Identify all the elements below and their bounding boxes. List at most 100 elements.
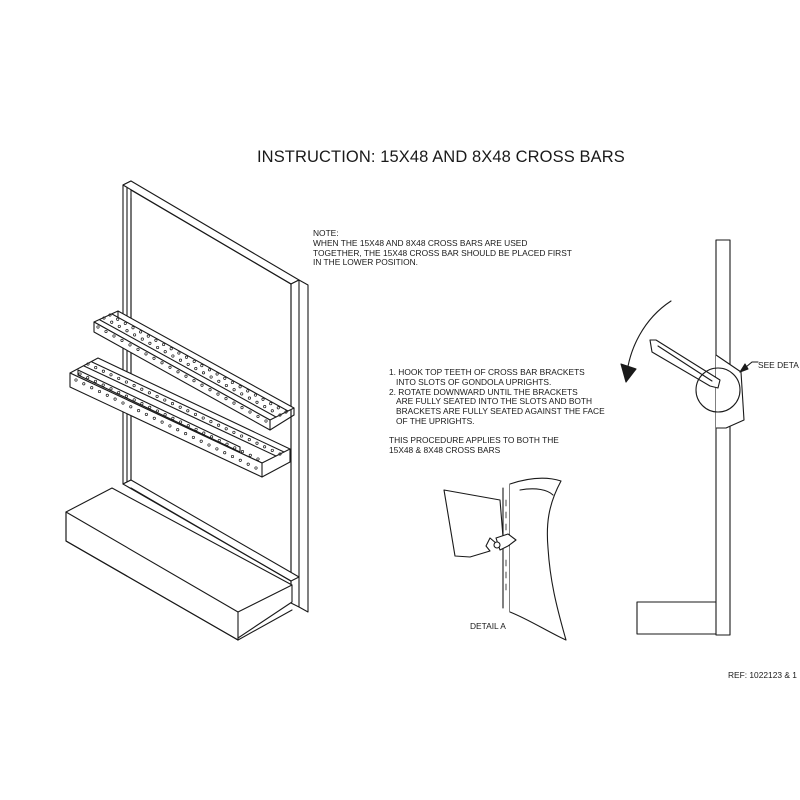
perforation-hole xyxy=(224,427,228,431)
perforation-hole xyxy=(202,431,206,435)
perforation-hole xyxy=(132,384,136,388)
perforation-hole xyxy=(193,412,198,416)
perforation-hole xyxy=(129,405,133,409)
perforation-hole xyxy=(240,406,244,410)
perforation-hole xyxy=(144,412,148,416)
perforation-hole xyxy=(147,391,151,395)
perforation-hole xyxy=(155,394,159,398)
perforation-hole xyxy=(263,405,267,409)
perforation-hole xyxy=(261,397,265,401)
side-upright-drawing xyxy=(620,239,759,636)
perforation-hole xyxy=(217,438,221,443)
perforation-hole xyxy=(86,362,90,366)
perforation-hole xyxy=(109,373,113,377)
perforation-hole xyxy=(184,374,188,378)
perforation-hole xyxy=(253,393,257,397)
perforation-hole xyxy=(232,430,236,434)
note-heading: NOTE: xyxy=(313,228,339,238)
perforation-hole xyxy=(123,321,127,325)
perforation-hole xyxy=(101,383,105,387)
perforation-hole xyxy=(254,466,258,470)
perforation-hole xyxy=(224,383,228,388)
perforation-hole xyxy=(112,334,116,338)
note-line: WHEN THE 15X48 AND 8X48 CROSS BARS ARE U… xyxy=(313,237,528,248)
base-deck xyxy=(65,487,293,641)
step-2-line: OF THE UPRIGHTS. xyxy=(396,415,475,426)
page-title: INSTRUCTION: 15X48 AND 8X48 CROSS BARS xyxy=(257,148,625,166)
perforation-hole xyxy=(264,419,268,423)
upper-cross-bar xyxy=(93,310,295,431)
perforation-hole xyxy=(136,347,140,351)
perforation-hole xyxy=(209,375,213,379)
lower-bar-holes xyxy=(74,362,282,470)
perforation-hole xyxy=(96,325,100,329)
perforation-hole xyxy=(163,350,167,354)
perforation-hole xyxy=(248,453,252,457)
perforation-hole xyxy=(160,361,164,365)
perforation-hole xyxy=(248,410,252,414)
perforation-hole xyxy=(263,445,267,449)
perforation-hole xyxy=(276,406,280,410)
perforation-hole xyxy=(133,333,137,337)
perforation-hole xyxy=(246,462,250,466)
perforation-hole xyxy=(113,397,117,401)
perforation-hole xyxy=(93,379,98,383)
perforation-hole xyxy=(217,379,221,383)
perforation-hole xyxy=(191,435,195,439)
step-1-line: 1. HOOK TOP TEETH OF CROSS BAR BRACKETS xyxy=(389,367,585,377)
perforation-hole xyxy=(120,338,124,342)
perforation-hole xyxy=(230,454,235,459)
perforation-hole xyxy=(140,387,144,391)
perforation-hole xyxy=(238,458,242,462)
perforation-hole xyxy=(74,378,78,382)
perforation-hole xyxy=(144,352,148,356)
perforation-hole xyxy=(128,343,132,347)
perforation-hole xyxy=(201,371,206,375)
perforation-hole xyxy=(192,379,196,383)
perforation-hole xyxy=(207,368,212,372)
perforation-hole xyxy=(117,324,121,328)
perforation-hole xyxy=(152,356,156,360)
perforation-hole xyxy=(270,448,274,452)
perforation-hole xyxy=(171,416,175,420)
perforation-hole xyxy=(105,393,109,397)
gondola-frame xyxy=(122,180,309,613)
perforation-hole xyxy=(121,401,125,405)
perforation-hole xyxy=(139,330,143,334)
perforation-hole xyxy=(152,416,156,420)
perforation-hole xyxy=(169,347,173,351)
perforation-hole xyxy=(210,435,214,439)
perforation-hole xyxy=(155,409,159,413)
detail-a-drawing xyxy=(443,477,567,641)
perforation-hole xyxy=(238,385,242,389)
perforation-hole xyxy=(256,414,260,419)
perforation-hole xyxy=(199,439,203,443)
perforation-hole xyxy=(194,427,198,431)
perforation-hole xyxy=(117,390,121,395)
perforation-hole xyxy=(124,394,128,398)
perforation-hole xyxy=(201,416,205,420)
perforation-hole xyxy=(256,457,260,461)
perforation-hole xyxy=(232,401,236,405)
perforation-hole xyxy=(278,413,282,417)
perforation-hole xyxy=(94,366,98,370)
perforation-hole xyxy=(168,424,172,428)
step-1-line: INTO SLOTS OF GONDOLA UPRIGHTS. xyxy=(396,376,552,387)
note-block: NOTE: WHEN THE 15X48 AND 8X48 CROSS BARS… xyxy=(313,228,572,268)
perforation-hole xyxy=(247,438,251,442)
steps-block: 1. HOOK TOP TEETH OF CROSS BAR BRACKETS … xyxy=(389,367,605,455)
perforation-hole xyxy=(109,387,113,391)
perforation-hole xyxy=(233,446,237,450)
perforation-hole xyxy=(240,392,244,396)
perforation-hole xyxy=(82,382,86,386)
perforation-hole xyxy=(240,434,244,438)
perforation-hole xyxy=(207,443,211,447)
perforation-hole xyxy=(171,354,175,358)
perforation-hole xyxy=(132,398,136,402)
perforation-hole xyxy=(284,410,288,414)
perforation-hole xyxy=(97,389,102,394)
perforation-hole xyxy=(200,364,204,368)
perforation-hole xyxy=(216,392,220,396)
